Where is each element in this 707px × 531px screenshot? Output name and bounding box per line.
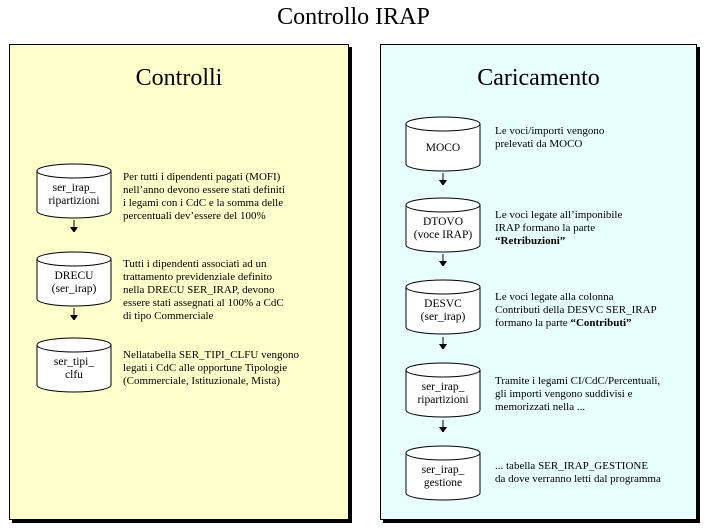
desc-text: ... tabella SER_IRAP_GESTIONE da dove ve… bbox=[495, 460, 661, 485]
caricamento-desc: Le voci/importi vengono prelevati da MOC… bbox=[495, 125, 604, 151]
desc-bold: “Contributi” bbox=[570, 317, 632, 329]
caricamento-desc: Le voci legate alla colonna Contributi d… bbox=[495, 291, 657, 330]
db-cylinder-ser-tipi-clfu: ser_tipi_ clfu bbox=[36, 337, 112, 393]
controlli-title: Controlli bbox=[135, 65, 223, 91]
desc-bold: “Retribuzioni” bbox=[495, 235, 566, 247]
database-icon bbox=[405, 279, 481, 335]
db-label: DTOVO (voce IRAP) bbox=[413, 216, 473, 241]
database-icon bbox=[36, 251, 112, 307]
controlli-panel: Controlli ser_irap_ ripartizioni Per tut… bbox=[9, 44, 349, 520]
caricamento-title: Caricamento bbox=[477, 65, 600, 91]
db-label: ser_tipi_ clfu bbox=[53, 356, 95, 381]
caricamento-desc: ... tabella SER_IRAP_GESTIONE da dove ve… bbox=[495, 460, 661, 486]
db-cylinder-drecu: DRECU (ser_irap) bbox=[36, 251, 112, 307]
desc-text: Le voci legate all’imponibile IRAP forma… bbox=[495, 209, 623, 234]
caricamento-panel: Caricamento MOCO Le voci/importi vengono… bbox=[380, 44, 697, 520]
database-icon bbox=[405, 362, 481, 418]
database-icon bbox=[36, 337, 112, 393]
db-cylinder-dtovo: DTOVO (voce IRAP) bbox=[405, 197, 481, 253]
database-icon bbox=[405, 197, 481, 253]
database-icon bbox=[405, 116, 481, 172]
database-icon bbox=[36, 163, 112, 219]
arrow-down-icon bbox=[439, 420, 447, 432]
db-label: ser_irap_ ripartizioni bbox=[48, 182, 100, 207]
desc-text: Le voci legate alla colonna Contributi d… bbox=[495, 291, 657, 329]
controlli-desc: Per tutti i dipendenti pagati (MOFI) nel… bbox=[123, 171, 285, 222]
db-cylinder-desvc: DESVC (ser_irap) bbox=[405, 279, 481, 335]
arrow-down-icon bbox=[439, 173, 447, 185]
db-cylinder-ser-irap-ripartizioni: ser_irap_ ripartizioni bbox=[405, 362, 481, 418]
desc-text: Le voci/importi vengono prelevati da MOC… bbox=[495, 125, 605, 150]
db-cylinder-moco: MOCO bbox=[405, 116, 481, 172]
desc-text: Tramite i legami CI/CdC/Percentuali, gli… bbox=[495, 375, 661, 413]
db-label: DESVC (ser_irap) bbox=[420, 298, 466, 323]
database-icon bbox=[405, 445, 481, 501]
db-label: ser_irap_ ripartizioni bbox=[417, 381, 469, 406]
db-label: ser_irap_ gestione bbox=[421, 464, 465, 489]
db-cylinder-ser-irap-ripartizioni: ser_irap_ ripartizioni bbox=[36, 163, 112, 219]
arrow-down-icon bbox=[70, 220, 78, 232]
arrow-down-icon bbox=[70, 308, 78, 320]
caricamento-desc: Le voci legate all’imponibile IRAP forma… bbox=[495, 209, 622, 248]
arrow-down-icon bbox=[439, 254, 447, 266]
db-cylinder-ser-irap-gestione: ser_irap_ gestione bbox=[405, 445, 481, 501]
caricamento-desc: Tramite i legami CI/CdC/Percentuali, gli… bbox=[495, 375, 660, 414]
controlli-desc: Tutti i dipendenti associati ad un tratt… bbox=[123, 258, 284, 322]
db-label: DRECU (ser_irap) bbox=[51, 270, 97, 295]
arrow-down-icon bbox=[439, 337, 447, 349]
diagram-title: Controllo IRAP bbox=[277, 4, 430, 30]
controlli-desc: Nellatabella SER_TIPI_CLFU vengono legat… bbox=[123, 349, 299, 387]
db-label: MOCO bbox=[425, 142, 461, 154]
